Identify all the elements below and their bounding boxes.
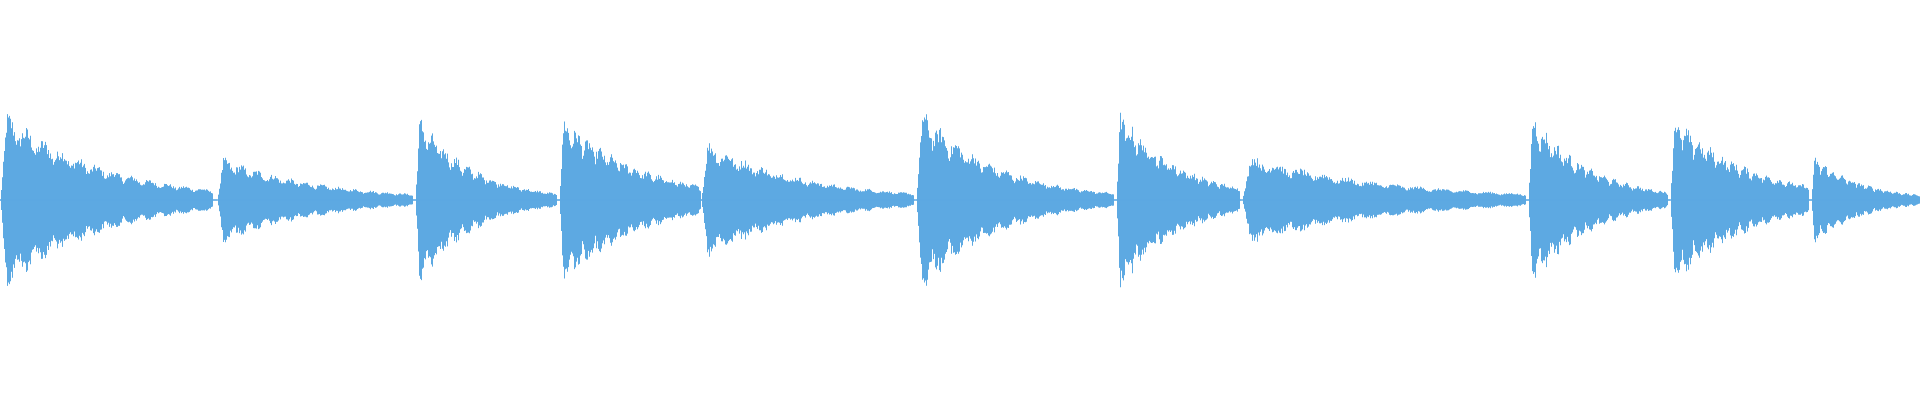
waveform-graphic (0, 112, 1920, 288)
audio-waveform (0, 112, 1920, 288)
